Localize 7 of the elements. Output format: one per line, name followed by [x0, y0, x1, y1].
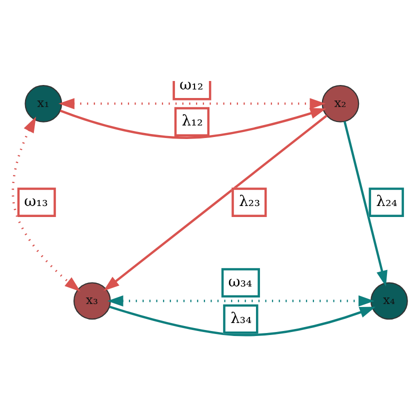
edge-label: λ₁₂: [182, 112, 203, 130]
edge-label: ω₁₂: [179, 76, 204, 93]
edge-label: λ₂₃: [238, 192, 260, 210]
edge-label: ω₁₃: [24, 192, 48, 210]
edge-label: λ₃₄: [230, 309, 252, 326]
edge-label: ω₃₄: [228, 273, 252, 290]
edge-label: λ₂₄: [376, 192, 398, 210]
